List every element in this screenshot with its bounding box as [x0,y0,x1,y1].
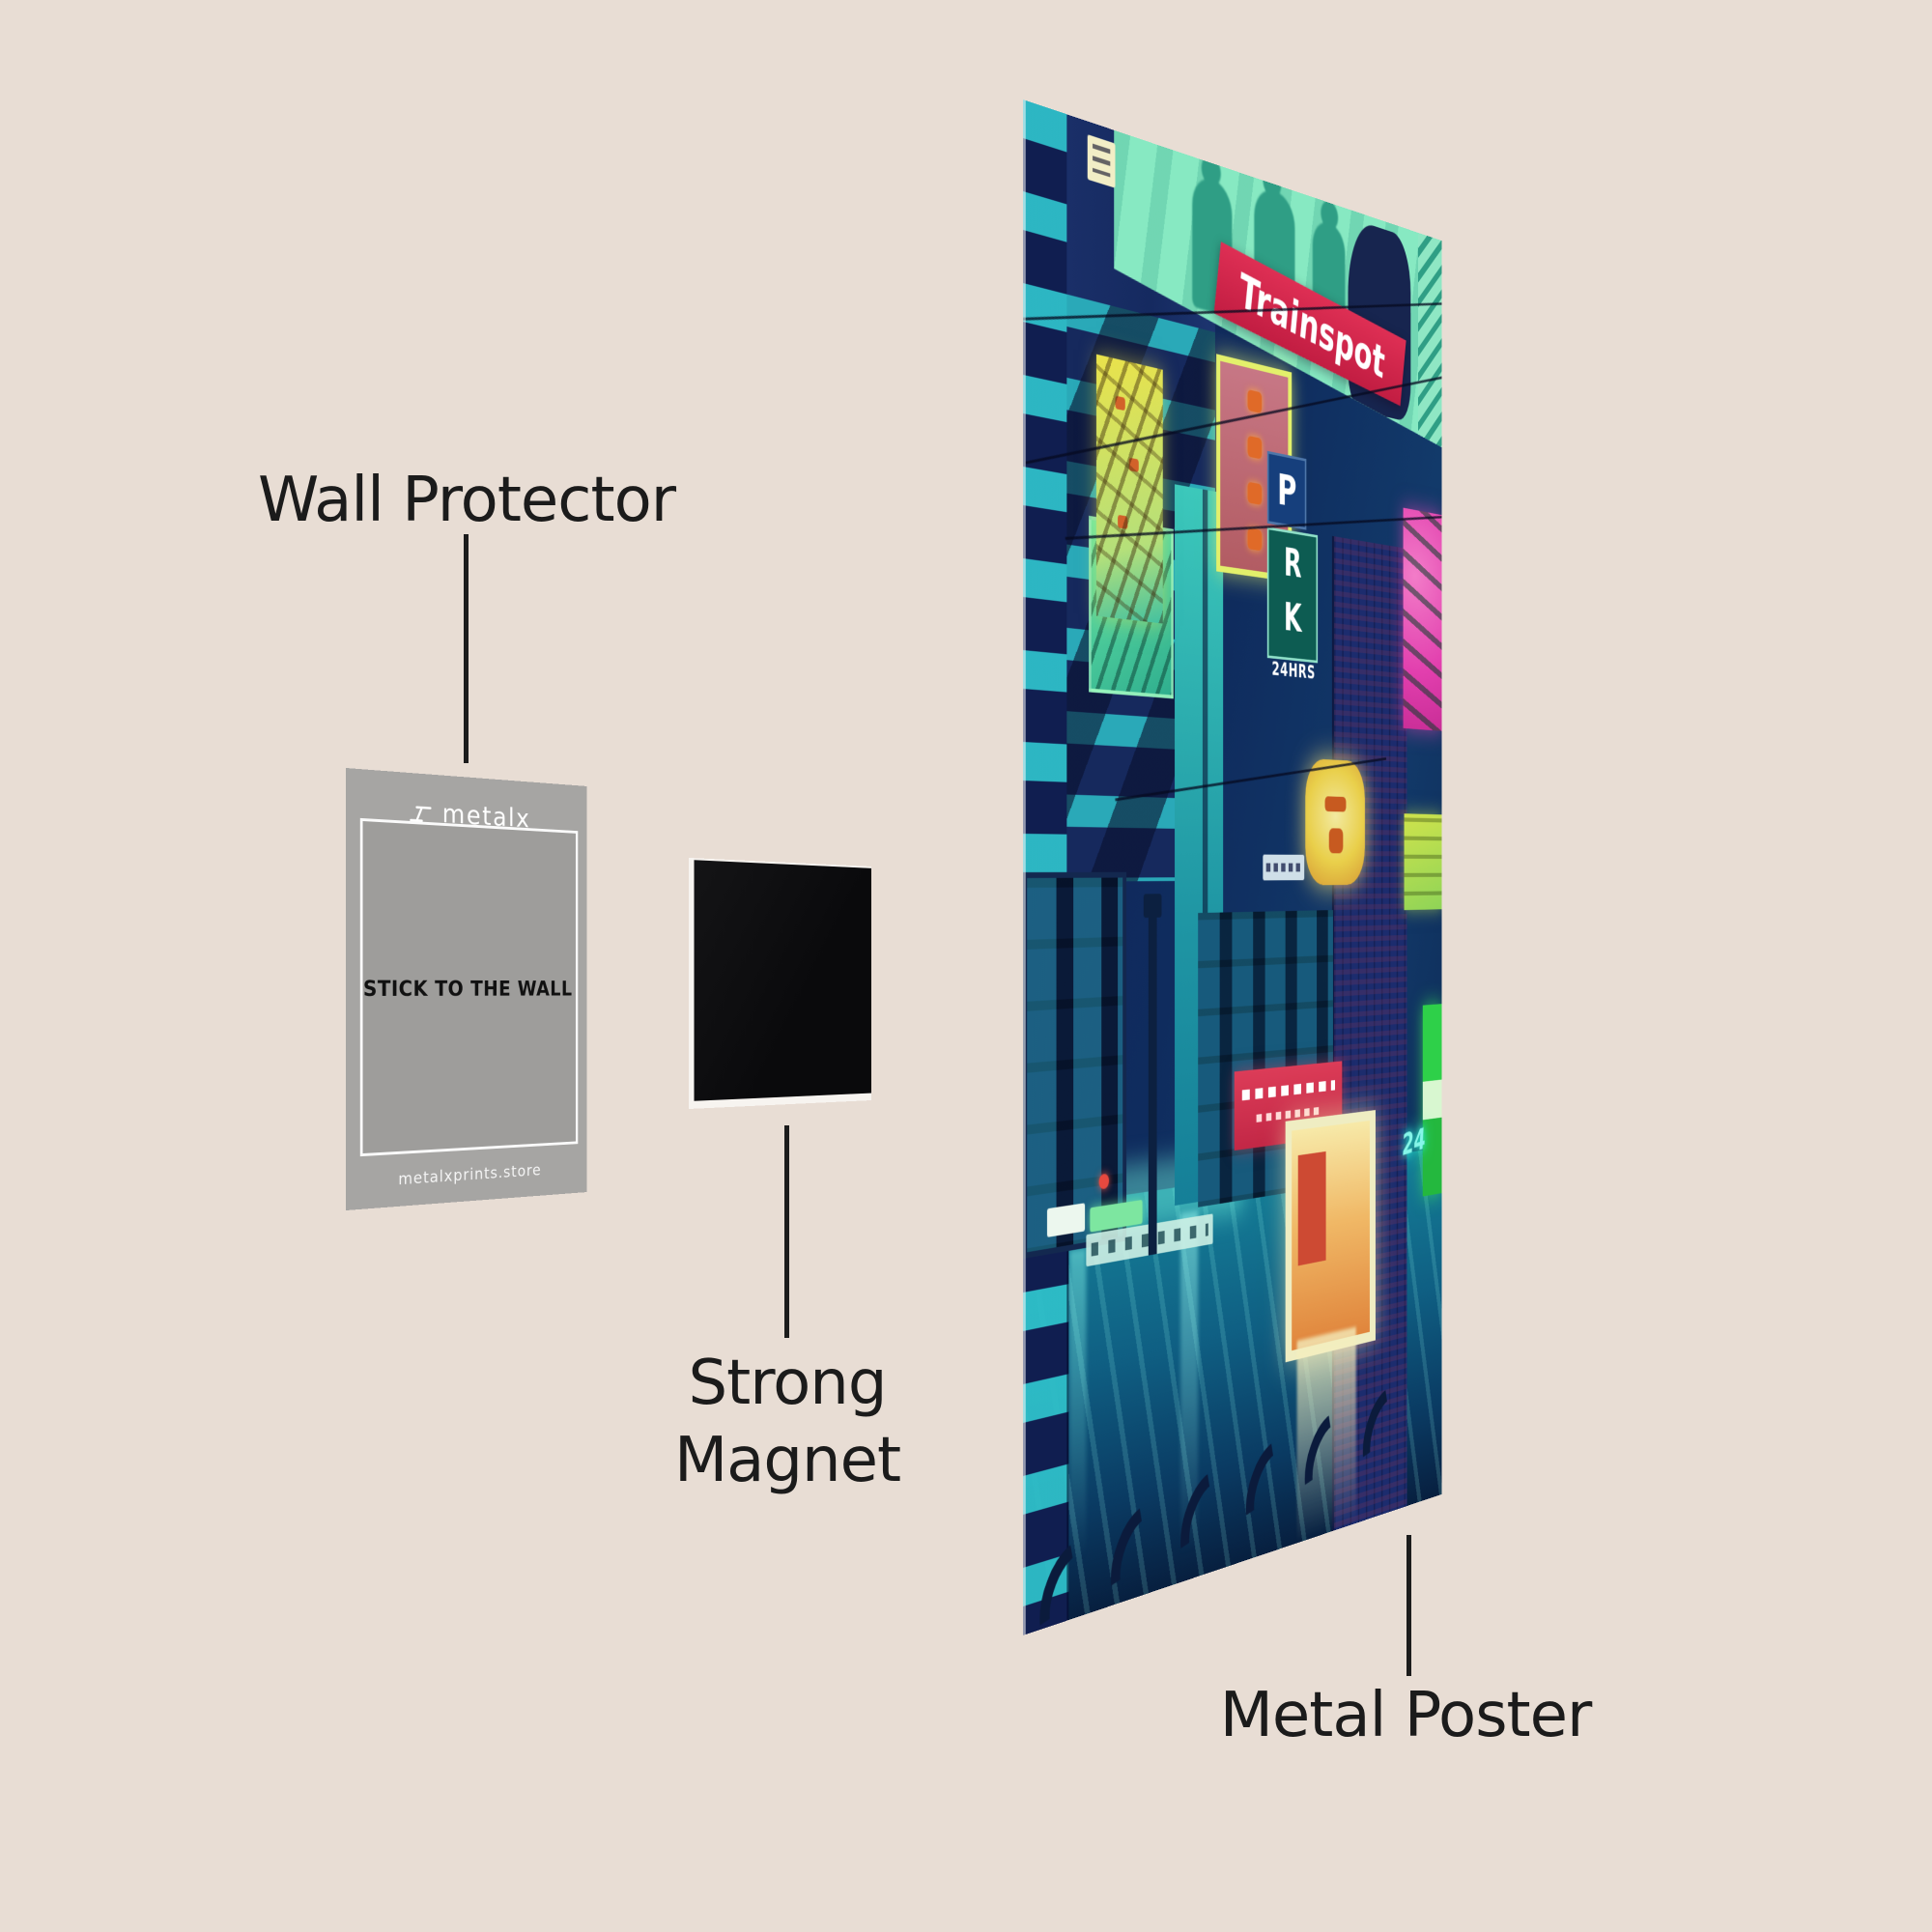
metal-poster: Trainspot P R K 24HRS 24 [1023,99,1442,1635]
poster-yellow-sign-right [1404,813,1442,911]
poster-street-pole-head [1143,894,1162,919]
metal-poster-label: Metal Poster [1219,1680,1593,1751]
poster-pink-neon-wall [1403,507,1442,731]
strong-magnet-label-line1: Strong [688,1348,888,1419]
neon-character [1247,435,1263,460]
poster-lower-left-windows [1023,871,1127,1259]
strong-magnet [689,858,872,1109]
metal-poster-leader-line [1406,1535,1411,1676]
strong-magnet-label: Strong Magnet [449,1345,1125,1499]
card-website-text: metalxprints.store [398,1161,542,1190]
crest-mark [1324,796,1347,812]
storefront-sign-text-row [1241,1080,1336,1101]
stick-to-wall-text: STICK TO THE WALL [362,978,573,1002]
poster-yellow-neon-lattice [1095,354,1163,624]
wall-protector-card: metalx STICK TO THE WALL metalxprints.st… [346,768,587,1210]
strong-magnet-label-line2: Magnet [673,1425,901,1496]
strong-magnet-leader-line [784,1125,789,1338]
poster-gold-crest-sign [1305,757,1365,886]
poster-lit-doorway [1285,1110,1376,1363]
neon-character [1247,526,1263,551]
parking-sign: P [1266,450,1307,530]
poster-left-building-strip [1023,99,1069,1635]
poster-reflection-streak [1069,1247,1087,1564]
poster-top-small-sign [1087,134,1116,188]
doorway-poster [1297,1151,1326,1266]
parking-letter: P [1277,464,1297,518]
billboard-chevron-strip [1418,233,1442,447]
crest-mark [1328,828,1344,854]
wall-protector-leader-line [464,534,469,763]
rk-neon-sign: R K [1266,526,1319,664]
neon-character [1247,388,1263,413]
rk-letter-k: K [1283,595,1302,641]
neon-glyph [1115,395,1125,412]
rk-letter-r: R [1284,540,1302,587]
neon-character [1247,481,1263,505]
wall-protector-label: Wall Protector [257,465,676,536]
neon-glyph [1118,514,1128,529]
poster-small-marquee-sign [1263,854,1305,881]
poster-street-pole [1148,908,1157,1256]
neon-glyph [1128,457,1139,472]
magnet-surface [694,860,872,1101]
poster-green-striped-sign [1422,1004,1442,1197]
poster-metal-edge-highlight [1023,99,1026,1635]
